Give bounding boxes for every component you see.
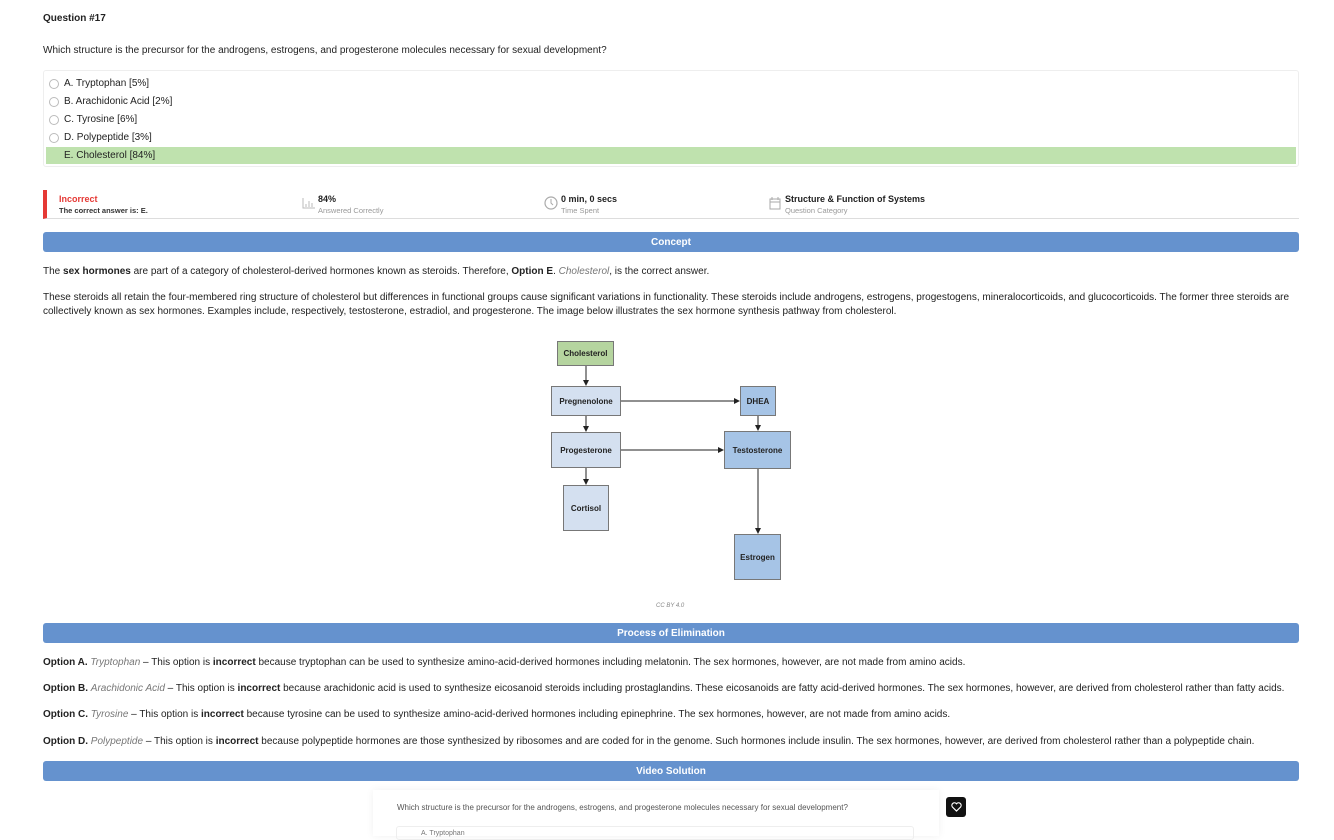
answer-option-a[interactable]: A. Tryptophan [5%] — [46, 75, 1296, 92]
answer-option-e[interactable]: E. Cholesterol [84%] — [46, 147, 1296, 164]
node-pregnenolone: Pregnenolone — [551, 386, 621, 416]
option-label: C. Tyrosine [6%] — [64, 114, 138, 125]
video-player[interactable]: Which structure is the precursor for the… — [373, 790, 939, 840]
category-label: Question Category — [785, 206, 848, 215]
node-dhea: DHEA — [740, 386, 776, 416]
favorite-button[interactable] — [946, 797, 966, 817]
option-label: B. Arachidonic Acid [2%] — [64, 96, 173, 107]
node-cortisol: Cortisol — [563, 485, 609, 531]
radio-icon[interactable] — [49, 132, 59, 143]
elimination-option-d: Option D. Polypeptide – This option is i… — [43, 736, 1255, 747]
elimination-option-b: Option B. Arachidonic Acid – This option… — [43, 683, 1285, 694]
video-solution-header: Video Solution — [43, 761, 1299, 781]
heart-icon — [950, 802, 962, 812]
question-category: Structure & Function of Systems — [785, 194, 926, 204]
clock-icon — [544, 196, 558, 210]
time-spent: 0 min, 0 secs — [561, 194, 618, 204]
answer-option-c[interactable]: C. Tyrosine [6%] — [46, 111, 1296, 128]
node-estrogen: Estrogen — [734, 534, 781, 580]
elimination-option-a: Option A. Tryptophan – This option is in… — [43, 657, 966, 668]
answer-options: A. Tryptophan [5%] B. Arachidonic Acid [… — [43, 70, 1299, 167]
concept-paragraph-2: These steroids all retain the four-membe… — [43, 292, 1290, 317]
percent-correct: 84% — [318, 194, 337, 204]
elimination-header: Process of Elimination — [43, 623, 1299, 643]
node-progesterone: Progesterone — [551, 432, 621, 468]
question-text: Which structure is the precursor for the… — [43, 45, 607, 56]
result-status: Incorrect — [59, 194, 98, 204]
node-cholesterol: Cholesterol — [557, 341, 614, 366]
option-label: A. Tryptophan [5%] — [64, 78, 150, 89]
calendar-icon — [769, 197, 781, 210]
radio-icon[interactable] — [49, 96, 59, 107]
option-label: E. Cholesterol [84%] — [64, 150, 156, 161]
video-option-a: A. Tryptophan — [396, 826, 914, 840]
radio-icon[interactable] — [49, 114, 59, 125]
radio-icon[interactable] — [49, 78, 59, 89]
time-label: Time Spent — [561, 206, 600, 215]
concept-header: Concept — [43, 232, 1299, 252]
correct-answer: The correct answer is: E. — [59, 206, 148, 215]
node-testosterone: Testosterone — [724, 431, 791, 469]
image-caption: CC BY 4.0 — [656, 603, 685, 609]
answer-option-d[interactable]: D. Polypeptide [3%] — [46, 129, 1296, 146]
elimination-option-c: Option C. Tyrosine – This option is inco… — [43, 709, 951, 720]
percent-label: Answered Correctly — [318, 206, 384, 215]
answer-option-b[interactable]: B. Arachidonic Acid [2%] — [46, 93, 1296, 110]
bar-chart-icon — [302, 198, 315, 209]
question-number: Question #17 — [43, 13, 106, 24]
option-label: D. Polypeptide [3%] — [64, 132, 152, 143]
concept-paragraph-1: The sex hormones are part of a category … — [43, 266, 710, 277]
video-question-text: Which structure is the precursor for the… — [397, 803, 848, 812]
